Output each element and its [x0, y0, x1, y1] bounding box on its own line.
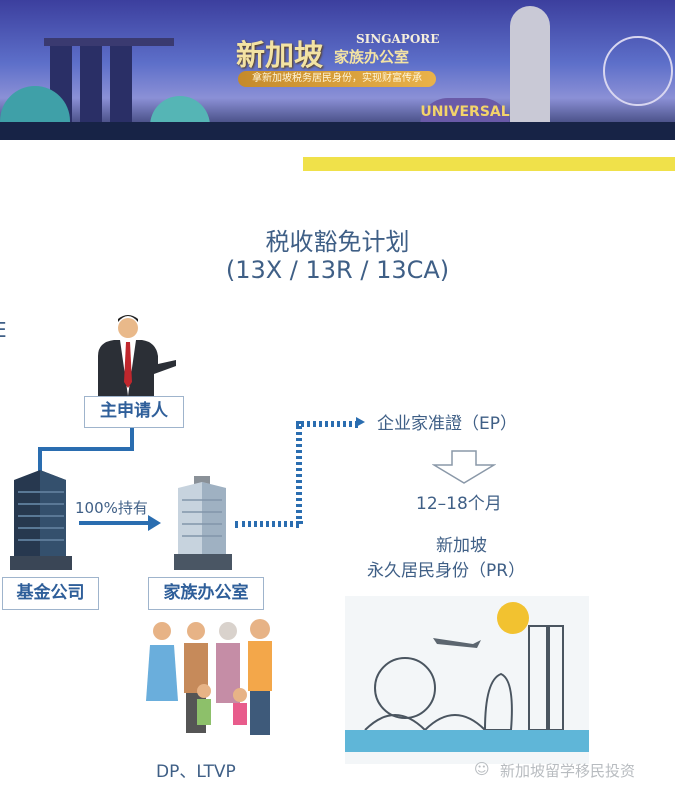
banner-title: 新加坡: [236, 38, 324, 72]
pr-label-line1: 新加坡: [436, 536, 487, 556]
ep-label: 企业家准證（EP）: [377, 414, 517, 434]
accent-bar: [303, 157, 675, 171]
family-illustration: [146, 619, 272, 735]
pr-label-line2: 永久居民身份（PR）: [367, 561, 526, 581]
businessman-icon: [98, 315, 176, 396]
singapore-skyline-illustration: [345, 596, 589, 764]
header-banner: UNIVERSAL 新加坡 SINGAPORE 家族办公室 拿新加坡税务居民身份…: [0, 0, 675, 140]
family-office-box: 家族办公室: [148, 577, 264, 610]
banner-tagline: 拿新加坡税务居民身份，实现财富传承: [238, 71, 436, 87]
banner-english: SINGAPORE: [356, 32, 440, 46]
banner-subtitle: 家族办公室: [334, 48, 410, 66]
heading-codes: (13X / 13R / 13CA): [225, 256, 450, 284]
dependant-pass-label: DP、LTVP: [156, 762, 236, 782]
applicant-box: 主申请人: [84, 396, 184, 428]
fund-building-icon: [10, 470, 72, 570]
family-office-building-icon: [174, 476, 232, 570]
fund-company-box: 基金公司: [2, 577, 99, 610]
universal-sign: UNIVERSAL: [420, 98, 510, 126]
watermark-text: 新加坡留学移民投资: [500, 762, 636, 780]
arrow-right-icon: [148, 515, 161, 531]
heading-title: 税收豁免计划: [265, 228, 410, 256]
arrow-right-icon: [356, 417, 365, 427]
ferris-wheel-icon: [603, 36, 673, 106]
arrow-down-icon: [432, 450, 496, 484]
duration-label: 12–18个月: [416, 494, 502, 514]
wechat-icon: ☺: [474, 760, 490, 778]
cut-off-text: E: [0, 318, 7, 342]
ownership-label: 100%持有: [75, 499, 148, 517]
